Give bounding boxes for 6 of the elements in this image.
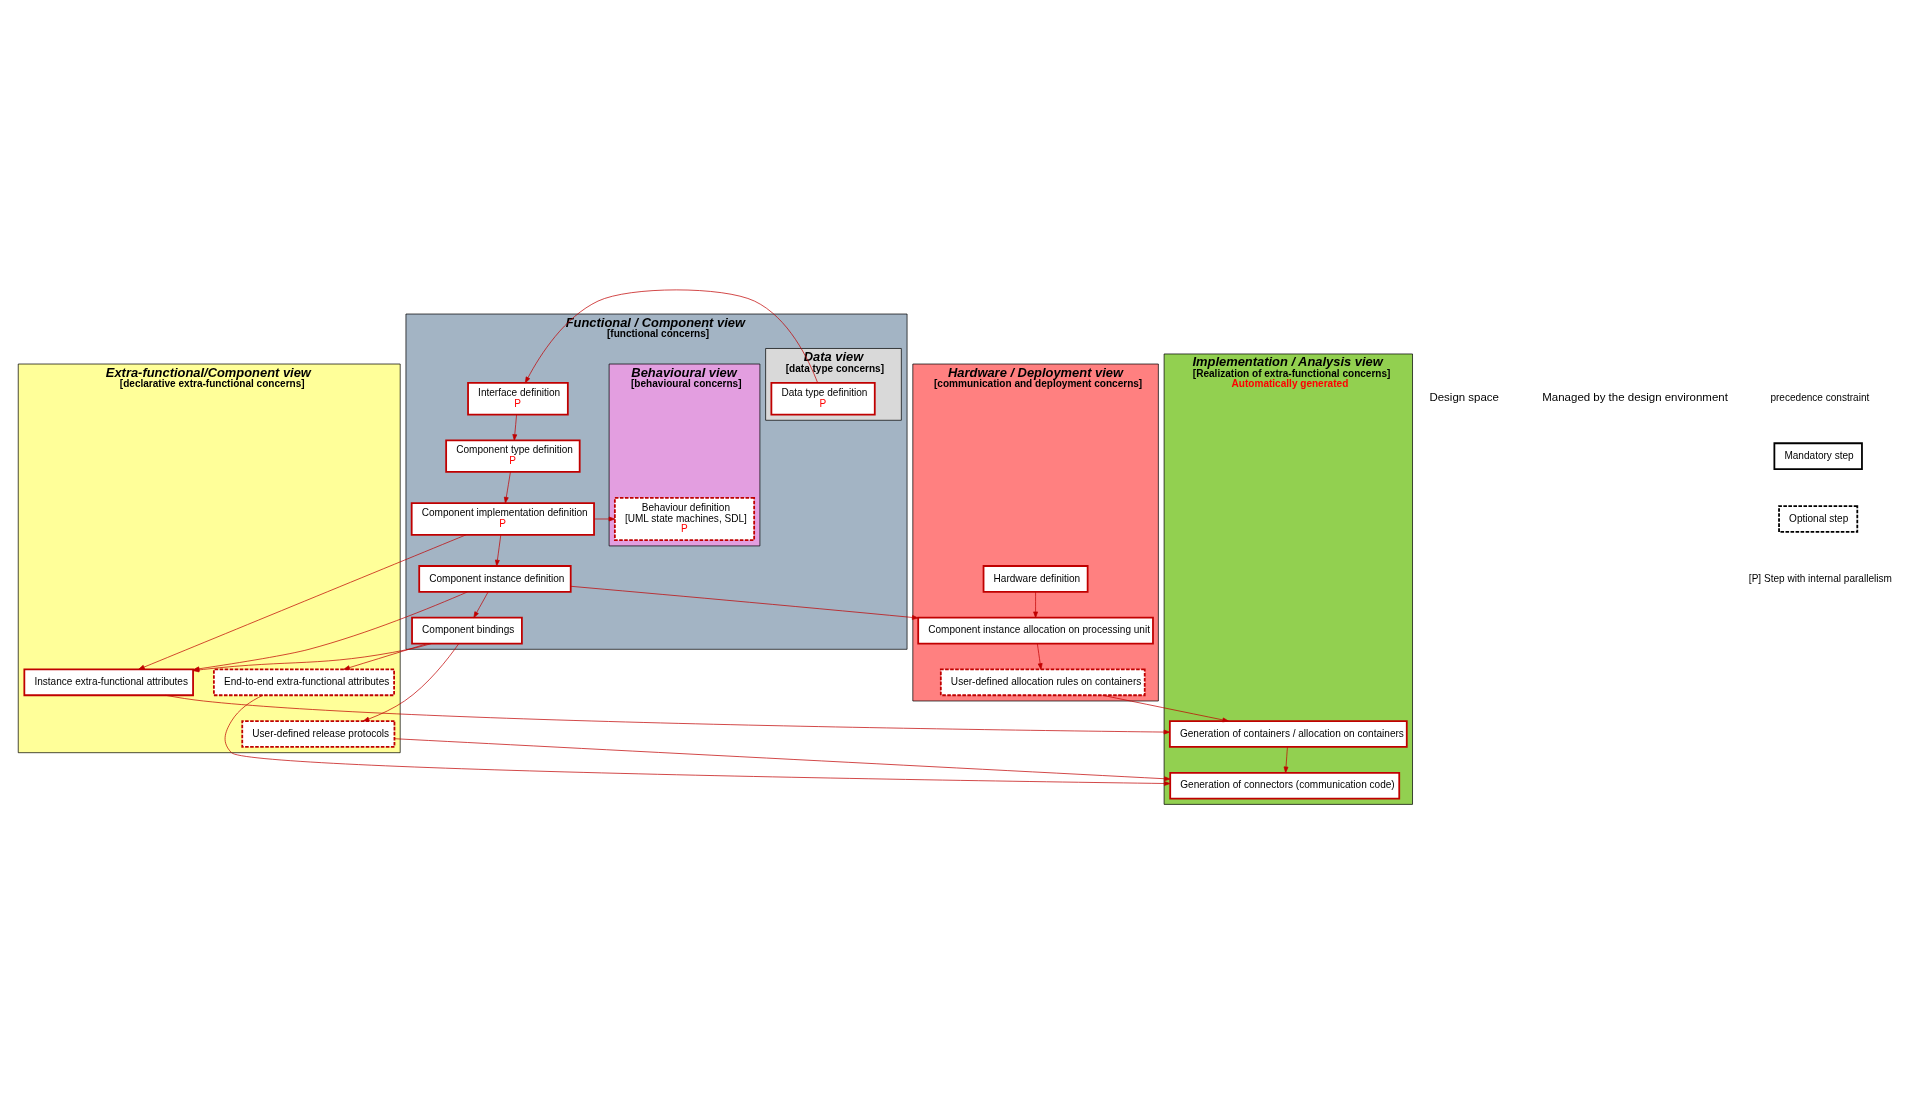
legend-label: precedence constraint [1769,391,1869,403]
legend-label: Optional step [1788,512,1848,524]
legend-label: [P] Step with internal parallelism [1748,572,1892,584]
label: Managed by the design environment [1541,390,1728,403]
label: Design space [1428,390,1499,403]
legend-label: Mandatory step [1783,449,1854,461]
